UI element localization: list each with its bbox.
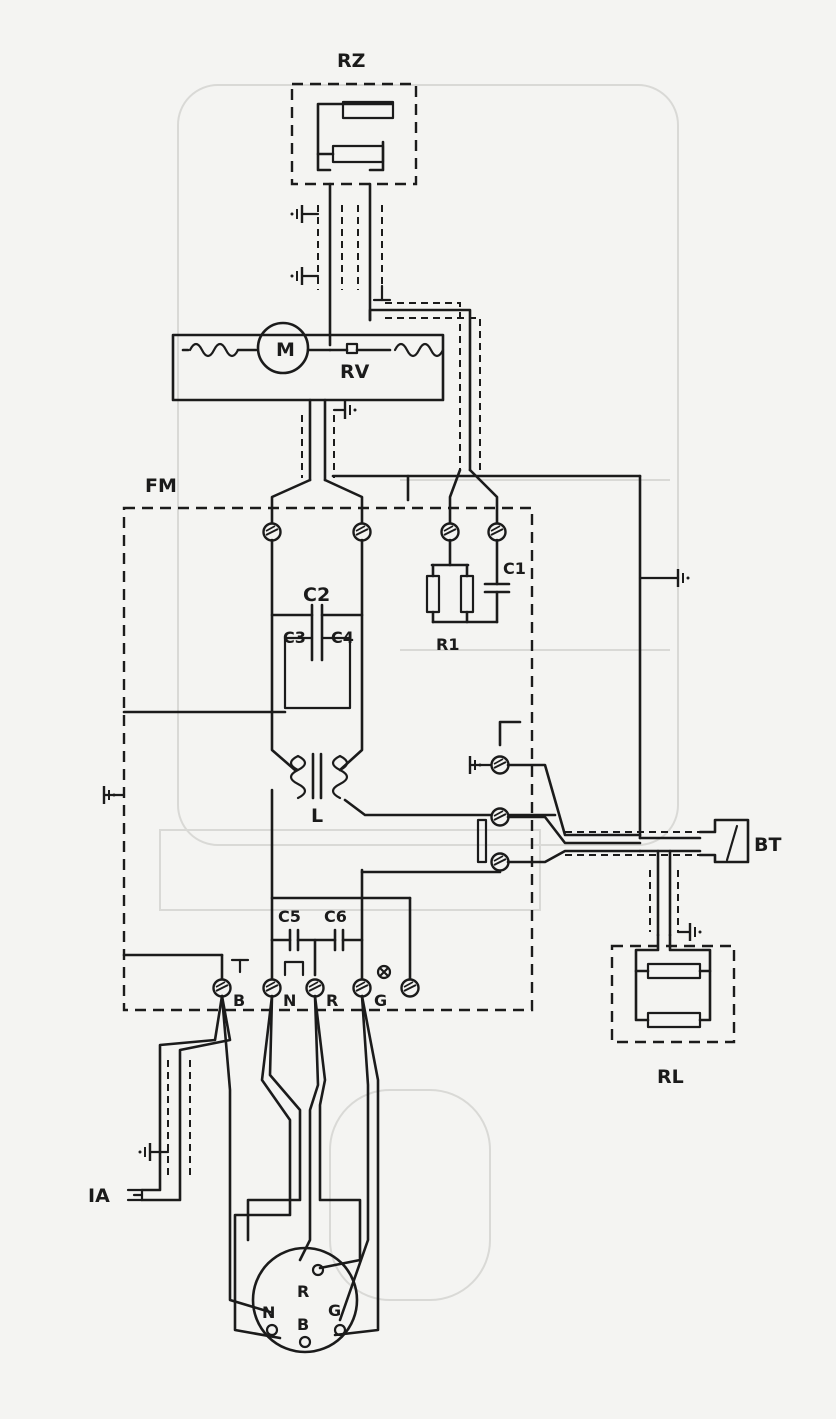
- connector-g-label: G: [328, 1301, 341, 1320]
- motor-assembly: M RV: [171, 321, 445, 482]
- c1-label: C1: [503, 559, 526, 578]
- c4-label: C4: [331, 628, 354, 647]
- bt-plug: BT: [698, 818, 781, 864]
- connector-n-label: N: [262, 1303, 275, 1322]
- bleed-through-shadow: [159, 84, 679, 1301]
- rz-cable: [289, 182, 481, 472]
- c3-label: C3: [283, 628, 306, 647]
- terminal-n-label: N: [283, 991, 296, 1010]
- fm-upper-wiring: [262, 468, 691, 840]
- terminal-g-label: G: [374, 991, 387, 1010]
- motor-label: M: [276, 339, 295, 361]
- ia-label: IA: [88, 1185, 110, 1207]
- fm-module-box: FM: [122, 475, 534, 1012]
- c6-label: C6: [324, 907, 347, 926]
- lower-terminal-row: C5 C6 B N R G: [122, 868, 502, 1010]
- motor-circle: [256, 321, 310, 375]
- terminal-b-label: B: [233, 991, 245, 1010]
- r1-label: R1: [436, 635, 459, 654]
- terminal-r-label: R: [326, 991, 338, 1010]
- fm-label: FM: [145, 475, 177, 497]
- right-terminals: [468, 720, 703, 943]
- rl-label: RL: [657, 1066, 684, 1088]
- lower-cable-harness: IA: [88, 994, 380, 1340]
- l-label: L: [311, 805, 323, 827]
- connector-r-label: R: [297, 1282, 309, 1301]
- round-connector: R N B G: [251, 1246, 359, 1354]
- c2-label: C2: [303, 584, 330, 606]
- c5-label: C5: [278, 907, 301, 926]
- rz-resistor-box: RZ: [290, 50, 418, 186]
- rz-label: RZ: [337, 50, 365, 72]
- capacitor-group-c2-c4: C2 C3 C4: [122, 538, 364, 772]
- r1-c1-network: C1 R1: [425, 538, 526, 654]
- rv-label: RV: [340, 361, 370, 383]
- bt-label: BT: [754, 834, 781, 856]
- rl-resistor-box: RL: [610, 933, 736, 1088]
- connector-b-label: B: [297, 1315, 309, 1334]
